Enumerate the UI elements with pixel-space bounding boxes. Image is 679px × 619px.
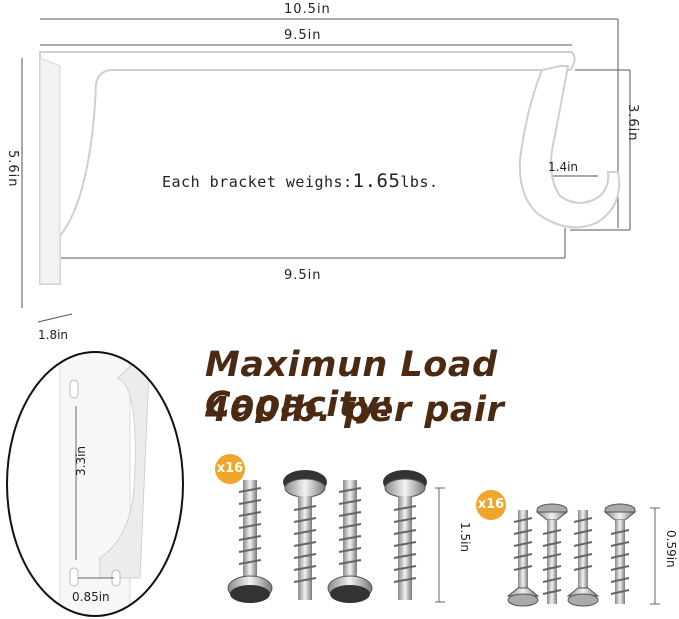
screw-icon — [535, 503, 569, 604]
large-screw-length-label: 1.5in — [458, 522, 472, 553]
dimension-lines — [21, 18, 631, 323]
weight-value: 1.65 — [352, 170, 401, 192]
screw-icon — [327, 480, 373, 603]
overall-width-label: 10.5in — [284, 2, 331, 17]
load-capacity-line1: Maximun Load Capacity: — [205, 345, 498, 425]
screw-icon — [227, 480, 273, 603]
hook-drop-label: 3.6in — [625, 104, 640, 142]
height-label: 5.6in — [5, 150, 20, 188]
screw-icon — [603, 503, 637, 604]
slot-detail-view — [6, 351, 184, 617]
screw-icon — [283, 470, 327, 600]
weight-text: Each bracket weighs:1.65lbs. — [162, 170, 439, 192]
load-capacity-line2: 400lb. per pair — [205, 390, 505, 430]
hook-width-label: 1.4in — [548, 160, 579, 174]
small-screws-image — [506, 503, 660, 607]
bracket-shape — [39, 51, 620, 285]
small-screw-count-badge: x16 — [476, 490, 506, 520]
depth-label: 1.8in — [38, 328, 69, 342]
top-arm-label: 9.5in — [284, 28, 322, 43]
weight-unit: lbs. — [400, 173, 439, 191]
large-screw-count-badge: x16 — [215, 454, 245, 484]
screw-icon — [566, 510, 600, 607]
slot-height-label: 3.3in — [74, 445, 88, 476]
large-screws-image — [227, 470, 445, 603]
weight-prefix: Each bracket weighs: — [162, 173, 353, 191]
bracket-diagram — [21, 18, 631, 323]
slot-width-label: 0.85in — [72, 590, 110, 604]
screw-icon — [383, 470, 427, 600]
small-screw-length-label: 0.59in — [664, 530, 678, 568]
screw-icon — [506, 510, 540, 607]
bottom-arm-label: 9.5in — [284, 268, 322, 283]
